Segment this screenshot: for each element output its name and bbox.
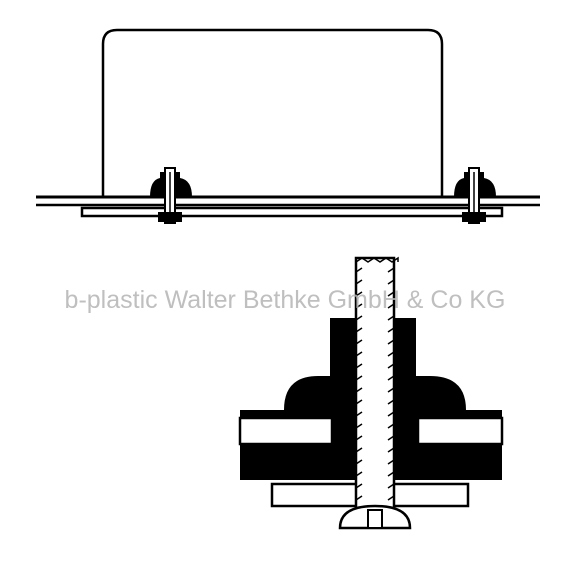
screw-head xyxy=(338,504,412,530)
panel-left xyxy=(238,416,334,446)
panel-right xyxy=(416,416,504,446)
cover-assembly-view xyxy=(36,28,540,224)
fastener-left xyxy=(150,167,192,224)
threaded-bolt xyxy=(354,256,399,510)
fastener-section-view xyxy=(238,256,504,530)
fastener-right xyxy=(454,167,496,224)
cover-housing xyxy=(101,28,444,196)
